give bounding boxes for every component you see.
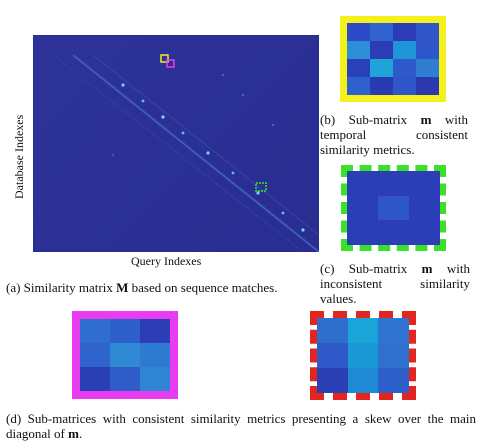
submatrix-b-cell — [347, 41, 370, 59]
submatrix-d-right-grid — [317, 318, 409, 393]
caption-b-rest: with temporal consistent similarity metr… — [320, 112, 468, 157]
submatrix-d-right-cell — [378, 318, 409, 343]
submatrix-d-left-cell — [140, 343, 170, 367]
submatrix-b-cell — [416, 77, 439, 95]
submatrix-d-right-cell — [347, 368, 379, 393]
caption-c: (c) Sub-matrix m with inconsistent simil… — [320, 261, 470, 306]
submatrix-b-cell — [416, 23, 439, 41]
caption-a-rest: based on sequence matches. — [128, 280, 278, 295]
matrix-overlay — [52, 54, 319, 252]
submatrix-c-cell — [347, 171, 378, 196]
x-axis-label: Query Indexes — [131, 254, 202, 268]
submatrix-b-grid — [347, 23, 439, 95]
submatrix-b-cell — [393, 41, 416, 59]
caption-c-symbol: m — [421, 261, 433, 276]
submatrix-d-left-cell — [110, 343, 140, 367]
caption-d-symbol: m — [68, 426, 79, 441]
submatrix-d-right-cell — [317, 318, 348, 343]
submatrix-d-left-cell — [110, 367, 140, 391]
submatrix-d-right-cell — [347, 343, 379, 368]
submatrix-d-left-cell — [140, 367, 170, 391]
submatrix-b — [340, 16, 446, 102]
submatrix-c-grid — [347, 171, 440, 245]
submatrix-b-cell — [393, 77, 416, 95]
caption-a-prefix: (a) Similarity matrix — [6, 280, 117, 295]
submatrix-c-cell — [409, 195, 440, 221]
submatrix-b-cell — [347, 77, 370, 95]
submatrix-d-left-cell — [80, 343, 110, 367]
submatrix-d-left — [72, 311, 178, 399]
submatrix-d-right-cell — [347, 318, 379, 343]
highlight-box-green — [255, 182, 267, 192]
similarity-matrix — [33, 35, 319, 252]
submatrix-c-cell — [378, 171, 409, 196]
submatrix-d-right-cell — [378, 343, 409, 368]
submatrix-d-right-cell — [317, 343, 348, 368]
submatrix-d-right — [310, 311, 416, 400]
submatrix-b-cell — [370, 77, 393, 95]
submatrix-c-cell — [347, 220, 378, 245]
submatrix-b-cell — [416, 41, 439, 59]
submatrix-d-right-cell — [317, 368, 348, 393]
submatrix-b-cell — [370, 23, 393, 41]
submatrix-b-cell — [347, 23, 370, 41]
caption-a-symbol: M — [116, 280, 129, 295]
submatrix-c-cell — [378, 220, 409, 245]
submatrix-b-cell — [393, 23, 416, 41]
submatrix-d-left-cell — [80, 367, 110, 391]
caption-b: (b) Sub-matrix m with temporal consisten… — [320, 112, 468, 157]
submatrix-d-right-cell — [378, 368, 409, 393]
submatrix-b-cell — [370, 41, 393, 59]
caption-a: (a) Similarity matrix M based on sequenc… — [6, 280, 310, 295]
y-axis-label: Database Indexes — [12, 114, 26, 199]
caption-b-prefix: (b) Sub-matrix — [320, 112, 421, 127]
caption-c-prefix: (c) Sub-matrix — [320, 261, 422, 276]
submatrix-d-left-cell — [80, 319, 110, 343]
submatrix-c-cell — [378, 195, 409, 221]
submatrix-d-left-cell — [140, 319, 170, 343]
submatrix-b-cell — [347, 59, 370, 77]
submatrix-c-cell — [409, 220, 440, 245]
submatrix-c — [341, 165, 446, 251]
caption-d: (d) Sub-matrices with consistent similar… — [6, 411, 476, 441]
submatrix-b-cell — [393, 59, 416, 77]
submatrix-c-cell — [409, 171, 440, 196]
caption-c-rest: with inconsistent similarity values. — [320, 261, 470, 306]
submatrix-d-left-grid — [80, 319, 170, 391]
highlight-box-yellow — [160, 54, 169, 63]
highlight-box-magenta — [166, 59, 175, 68]
submatrix-b-cell — [416, 59, 439, 77]
submatrix-b-cell — [370, 59, 393, 77]
caption-d-rest: . — [78, 426, 83, 441]
submatrix-d-left-cell — [110, 319, 140, 343]
submatrix-c-cell — [347, 195, 378, 221]
caption-d-prefix: (d) Sub-matrices with consistent similar… — [6, 411, 476, 441]
caption-b-symbol: m — [420, 112, 432, 127]
